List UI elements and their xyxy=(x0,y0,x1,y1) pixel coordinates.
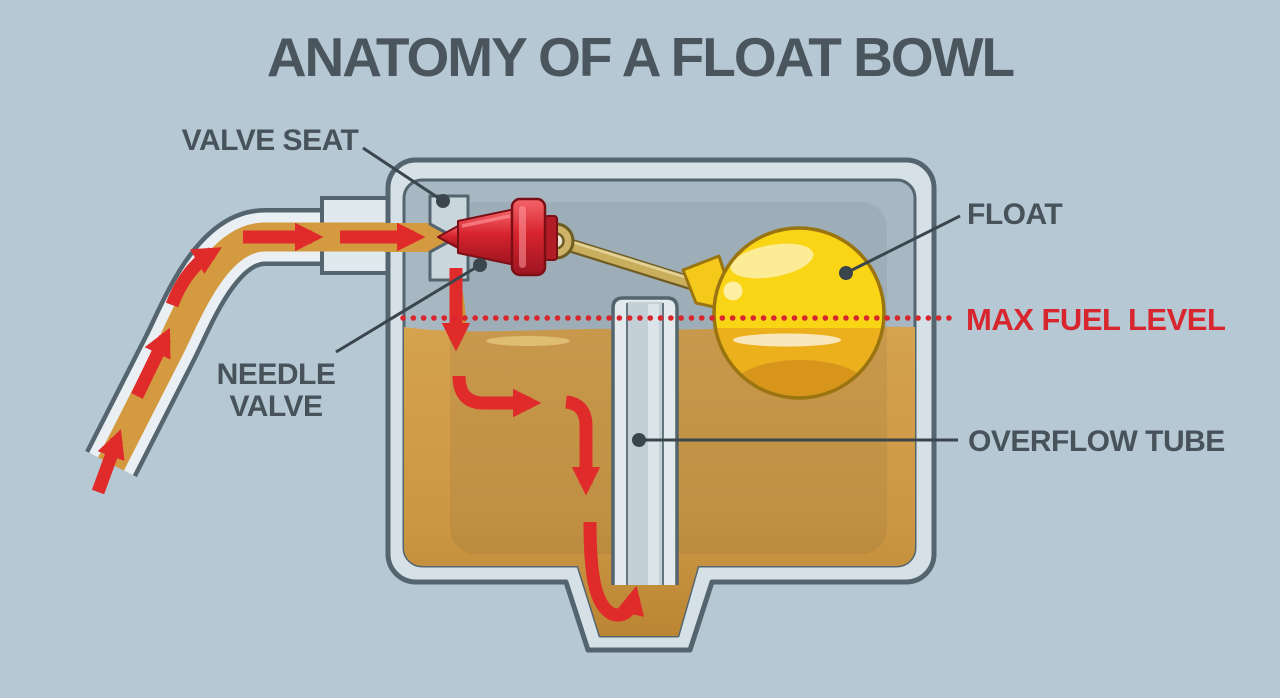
label-needle-valve-line1: NEEDLE xyxy=(217,358,336,391)
label-float: FLOAT xyxy=(967,198,1062,231)
labels: VALVE SEAT NEEDLE VALVE FLOAT MAX FUEL L… xyxy=(182,124,1226,458)
arm-highlight xyxy=(557,236,696,282)
float-outline xyxy=(712,226,886,400)
flow-arrow-inlet xyxy=(91,429,125,495)
arm-body xyxy=(554,236,699,290)
label-max-fuel-level: MAX FUEL LEVEL xyxy=(966,302,1225,337)
float-bottom-shade xyxy=(732,360,868,398)
flow-arrow-bowl-down xyxy=(564,395,601,496)
label-needle-valve-line2: VALVE xyxy=(229,390,322,423)
label-valve-seat: VALVE SEAT xyxy=(182,124,359,157)
leader-dot-overflow-tube xyxy=(632,433,646,447)
fuel-flow-arrows xyxy=(91,222,645,622)
flow-arrow-pipe-bend xyxy=(165,247,222,308)
flow-arrow-into-overflow xyxy=(583,521,645,622)
needle-valve xyxy=(437,197,558,277)
leader-dot-needle-valve xyxy=(473,258,487,272)
needle-flange xyxy=(510,197,547,277)
flow-arrow-pipe-rise xyxy=(131,327,171,399)
needle-stem xyxy=(544,215,558,261)
leader-float xyxy=(845,214,961,275)
fuel-surface-highlight xyxy=(486,336,570,346)
leader-valve-seat xyxy=(362,146,444,203)
leader-needle-valve xyxy=(335,263,481,354)
needle-cone-highlight xyxy=(461,214,511,228)
float-gloss-highlight xyxy=(730,243,814,279)
float-small-highlight xyxy=(723,281,743,301)
needle-flange-highlight xyxy=(519,206,526,268)
flow-arrow-bowl-right xyxy=(452,375,542,418)
leader-dot-valve-seat xyxy=(436,194,450,208)
leader-dots xyxy=(436,194,853,447)
diagram-title: ANATOMY OF A FLOAT BOWL xyxy=(267,26,1014,88)
leader-lines xyxy=(335,146,961,442)
leader-dot-float xyxy=(839,266,853,280)
label-overflow-tube: OVERFLOW TUBE xyxy=(968,425,1225,458)
float-waterline-streak xyxy=(733,333,841,347)
overflow-tube-bore-highlight xyxy=(648,304,659,585)
